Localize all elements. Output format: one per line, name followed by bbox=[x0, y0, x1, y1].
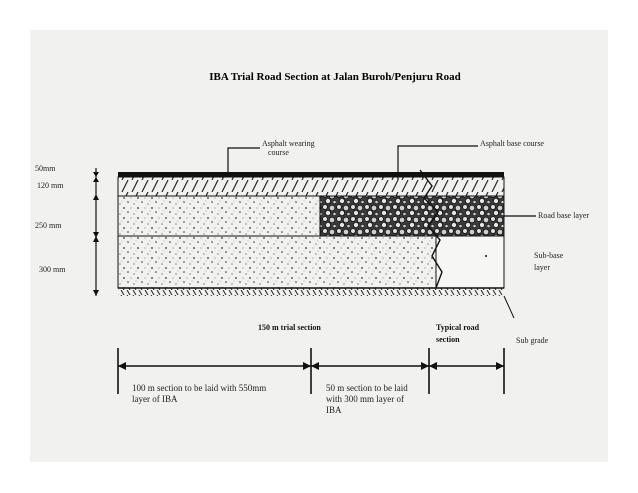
section-break-line bbox=[419, 169, 443, 289]
base-course-layer bbox=[117, 176, 505, 197]
wearing-course-layer bbox=[118, 172, 504, 177]
callout-road-base: Road base layer bbox=[538, 211, 589, 220]
sub-grade-layer bbox=[118, 288, 504, 296]
road-base-iba-section bbox=[117, 195, 321, 237]
note-100m-section: 100 m section to be laid with 550mm laye… bbox=[132, 383, 269, 404]
callout-sub-grade: Sub grade bbox=[516, 336, 549, 345]
thickness-road-base: 250 mm bbox=[35, 221, 62, 230]
thickness-base-course: 120 mm bbox=[37, 181, 64, 190]
label-typical-section: Typical road section bbox=[436, 323, 481, 344]
sub-base-iba-section bbox=[117, 235, 437, 289]
thickness-wearing: 50mm bbox=[35, 164, 56, 173]
sub-base-typical-section bbox=[435, 235, 505, 289]
thickness-sub-base: 300 mm bbox=[39, 265, 66, 274]
callout-sub-base: Sub-base layer bbox=[534, 251, 565, 272]
callout-base-course: Asphalt base course bbox=[480, 139, 544, 148]
diagram-title: IBA Trial Road Section at Jalan Buroh/Pe… bbox=[209, 71, 461, 83]
callout-wearing-course: Asphalt wearing course bbox=[262, 139, 317, 157]
label-trial-section: 150 m trial section bbox=[258, 323, 321, 332]
road-base-aggregate-section bbox=[319, 195, 505, 237]
note-50m-section: 50 m section to be laid with 300 mm laye… bbox=[326, 383, 410, 415]
